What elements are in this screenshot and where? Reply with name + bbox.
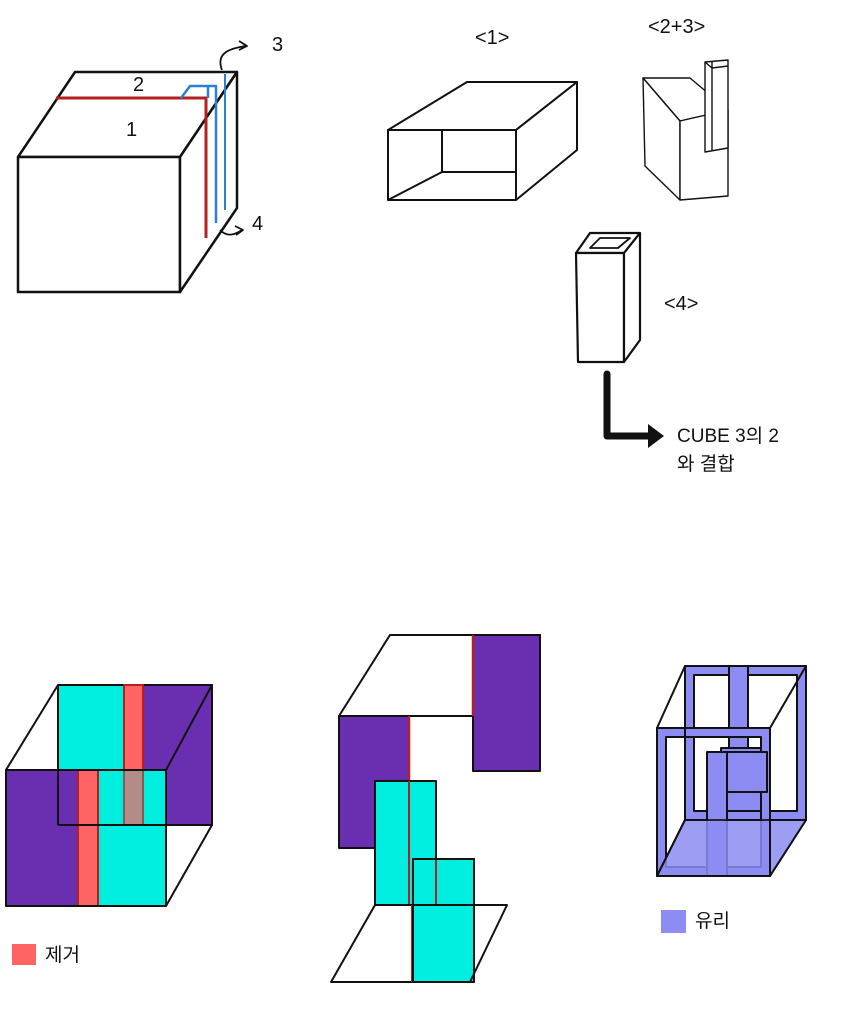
note-line-2: 와 결합 [677, 453, 735, 475]
legend-remove-swatch [12, 944, 36, 965]
combine-arrow [603, 370, 656, 440]
piece-1-box [387, 81, 578, 201]
note-line-1: CUBE 3의 2 [677, 425, 779, 447]
cube-front-face [16, 155, 182, 294]
piece-4-column [574, 231, 642, 364]
staircase-piece [330, 634, 541, 983]
legend-glass-swatch [661, 910, 686, 933]
cube-right-face [178, 70, 239, 294]
legend-remove-label: 제거 [45, 944, 80, 966]
cube-diagram [16, 40, 248, 294]
arrow-3 [219, 40, 248, 71]
label-strip-4: 4 [252, 213, 263, 235]
colored-cube [5, 684, 213, 907]
label-piece-4: <4> [664, 293, 698, 315]
label-piece-1: <1> [475, 27, 509, 49]
legend-glass-label: 유리 [695, 910, 730, 932]
label-strip-3: 3 [272, 34, 283, 56]
piece-2-3 [642, 59, 729, 201]
blue-strip [180, 84, 218, 223]
red-cut-line [56, 96, 208, 238]
arrow-4 [219, 225, 244, 236]
label-piece-2-3: <2+3> [648, 16, 705, 38]
label-strip-2: 2 [133, 74, 144, 96]
label-face-1: 1 [126, 119, 137, 141]
glass-cube [656, 665, 807, 877]
combine-arrowhead [648, 424, 664, 448]
